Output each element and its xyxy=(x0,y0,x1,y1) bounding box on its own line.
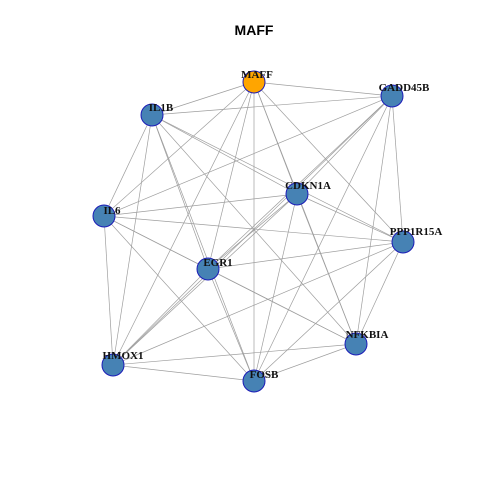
node-ppp1r15a[interactable]: PPP1R15A xyxy=(390,226,443,254)
node-circle-il6[interactable] xyxy=(92,204,116,228)
edge-egr1-hmox1 xyxy=(112,268,209,366)
node-circle-nfkbia[interactable] xyxy=(344,332,368,356)
edge-cdkn1a-nfkbia xyxy=(296,193,357,345)
node-circle-il1b[interactable] xyxy=(140,103,164,127)
edge-il1b-ppp1r15a xyxy=(151,114,404,243)
edge-cdkn1a-fosb xyxy=(253,193,298,382)
edge-il1b-cdkn1a xyxy=(151,114,298,195)
edge-il6-ppp1r15a xyxy=(103,215,404,243)
edge-maff-il1b xyxy=(151,81,255,116)
node-circle-maff[interactable] xyxy=(242,70,266,94)
node-circle-egr1[interactable] xyxy=(196,257,220,281)
edge-egr1-fosb xyxy=(207,268,255,382)
edge-ppp1r15a-hmox1 xyxy=(112,241,404,366)
node-circle-gadd45b[interactable] xyxy=(380,84,404,108)
edge-gadd45b-ppp1r15a xyxy=(391,95,404,243)
edge-ppp1r15a-nfkbia xyxy=(355,241,404,345)
edge-egr1-nfkbia xyxy=(207,268,357,345)
edge-il6-hmox1 xyxy=(103,215,114,366)
edge-il1b-nfkbia xyxy=(151,114,357,345)
node-circle-fosb[interactable] xyxy=(242,369,266,393)
node-label-hmox1: HMOX1 xyxy=(103,350,144,362)
node-fosb[interactable]: FOSB xyxy=(242,369,279,393)
node-label-nfkbia: NFKBIA xyxy=(346,329,389,341)
node-nfkbia[interactable]: NFKBIA xyxy=(344,329,389,356)
node-label-gadd45b: GADD45B xyxy=(379,82,430,94)
edge-hmox1-fosb xyxy=(112,364,255,382)
node-label-cdkn1a: CDKN1A xyxy=(285,180,331,192)
edge-ppp1r15a-fosb xyxy=(253,241,404,382)
edge-cdkn1a-egr1 xyxy=(207,193,298,270)
node-label-fosb: FOSB xyxy=(250,369,279,381)
node-circle-cdkn1a[interactable] xyxy=(285,182,309,206)
node-label-il6: IL6 xyxy=(103,205,121,217)
edge-gadd45b-egr1 xyxy=(207,95,393,270)
node-cdkn1a[interactable]: CDKN1A xyxy=(285,180,331,206)
edge-cdkn1a-ppp1r15a xyxy=(296,193,404,243)
edge-il1b-egr1 xyxy=(151,114,209,270)
node-gadd45b[interactable]: GADD45B xyxy=(379,82,430,108)
node-maff[interactable]: MAFF xyxy=(241,69,273,94)
edge-gadd45b-il6 xyxy=(103,95,393,217)
node-label-il1b: IL1B xyxy=(149,102,174,114)
edge-gadd45b-il1b xyxy=(151,95,393,116)
edge-maff-il6 xyxy=(103,81,255,217)
edge-gadd45b-nfkbia xyxy=(355,95,393,345)
node-label-egr1: EGR1 xyxy=(203,257,232,269)
edge-cdkn1a-il6 xyxy=(103,193,298,217)
edge-nfkbia-fosb xyxy=(253,343,357,382)
edge-gadd45b-hmox1 xyxy=(112,95,393,366)
edge-gadd45b-cdkn1a xyxy=(296,95,393,195)
edge-il1b-fosb xyxy=(151,114,255,382)
node-il1b[interactable]: IL1B xyxy=(140,102,174,127)
node-circle-hmox1[interactable] xyxy=(101,353,125,377)
diagram-title: MAFF xyxy=(235,22,274,38)
edge-nfkbia-hmox1 xyxy=(112,343,357,366)
edge-maff-hmox1 xyxy=(112,81,255,366)
node-egr1[interactable]: EGR1 xyxy=(196,257,233,281)
node-label-ppp1r15a: PPP1R15A xyxy=(390,226,443,238)
edge-il1b-il6 xyxy=(103,114,153,217)
edge-maff-egr1 xyxy=(207,81,255,270)
edge-egr1-ppp1r15a xyxy=(207,241,404,270)
node-label-maff: MAFF xyxy=(241,69,273,81)
edge-layer xyxy=(103,81,404,382)
edge-gadd45b-fosb xyxy=(253,95,393,382)
node-hmox1[interactable]: HMOX1 xyxy=(101,350,144,377)
node-circle-ppp1r15a[interactable] xyxy=(391,230,415,254)
edge-il1b-hmox1 xyxy=(112,114,153,366)
node-il6[interactable]: IL6 xyxy=(92,204,121,228)
edge-maff-gadd45b xyxy=(253,81,393,97)
